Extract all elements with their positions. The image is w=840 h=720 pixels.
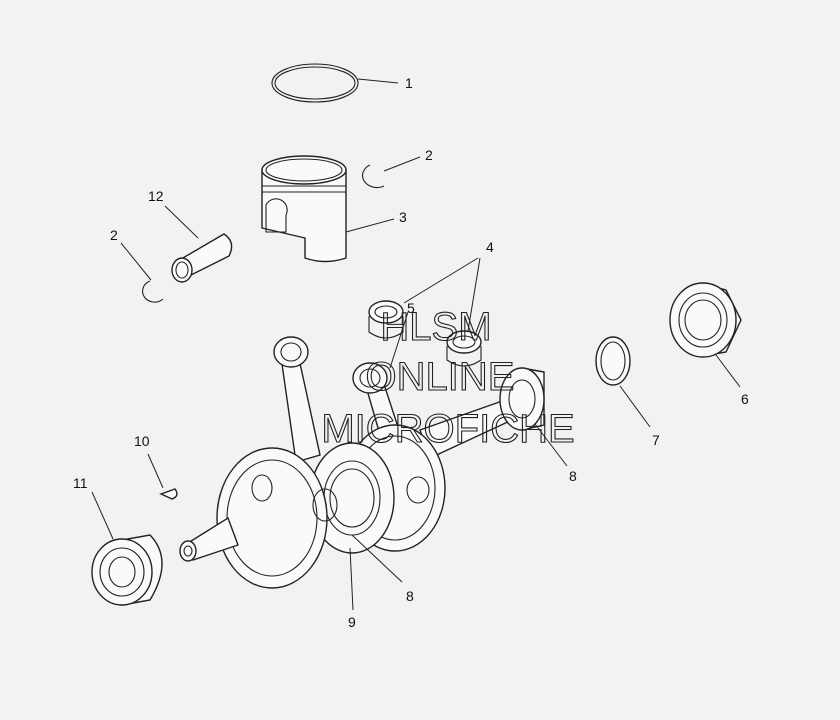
ball-bearing-left-part[interactable] xyxy=(91,534,163,606)
needle-bearing-lower-part[interactable] xyxy=(446,330,482,367)
piston-part[interactable] xyxy=(261,155,347,263)
woodruff-key-part[interactable] xyxy=(159,488,178,500)
callout-11: 11 xyxy=(73,475,88,491)
watermark-line-1: HLSM xyxy=(380,305,491,349)
callout-4: 4 xyxy=(486,239,494,255)
wrist-pin-part[interactable] xyxy=(171,233,233,283)
callout-2-right: 2 xyxy=(425,147,433,163)
watermark: HLSM ONLINE MICROFICHE xyxy=(321,304,575,451)
callout-10: 10 xyxy=(134,433,150,449)
leader-lines xyxy=(91,78,741,611)
callout-labels: 1 2 2 3 4 5 6 7 8 8 9 10 11 12 xyxy=(73,75,749,630)
piston-ring-part[interactable] xyxy=(271,63,359,103)
main-bearing-right-part[interactable] xyxy=(499,367,545,431)
callout-5: 5 xyxy=(407,300,415,316)
watermark-line-2: ONLINE xyxy=(366,355,515,399)
callout-7: 7 xyxy=(652,432,660,448)
needle-bearing-upper-part[interactable] xyxy=(368,300,404,339)
crankshaft-seal-right-part[interactable] xyxy=(669,282,742,358)
callout-6: 6 xyxy=(741,391,749,407)
spacer-ring-part[interactable] xyxy=(595,336,631,386)
circlip-left-part[interactable] xyxy=(142,280,164,303)
circlip-right-part[interactable] xyxy=(362,164,385,189)
callout-8-upper: 8 xyxy=(569,468,577,484)
callout-12: 12 xyxy=(148,188,164,204)
crankshaft-assembly-part[interactable] xyxy=(179,336,513,589)
callout-8-lower: 8 xyxy=(406,588,414,604)
callout-3: 3 xyxy=(399,209,407,225)
callout-1: 1 xyxy=(405,75,413,91)
callout-9: 9 xyxy=(348,614,356,630)
watermark-line-3: MICROFICHE xyxy=(321,407,574,451)
callout-2-left: 2 xyxy=(110,227,118,243)
